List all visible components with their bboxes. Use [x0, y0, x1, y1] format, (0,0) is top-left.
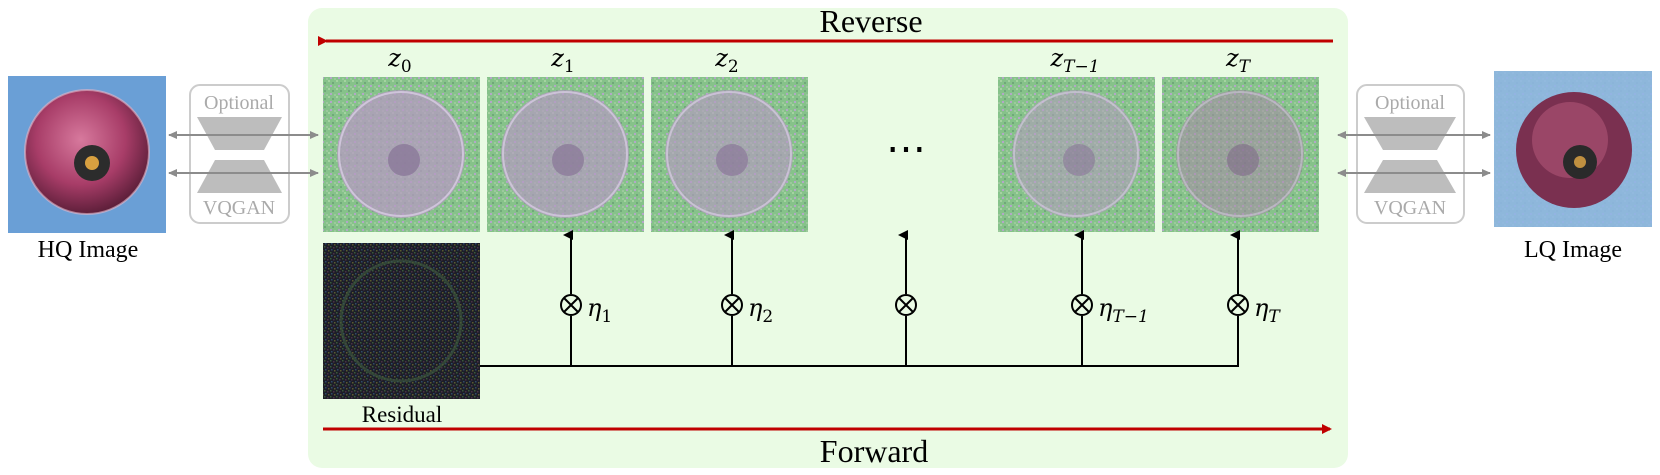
latent-tile-z1 [487, 77, 644, 232]
latent-tiles [323, 77, 1319, 232]
lq-image [1494, 71, 1652, 227]
ellipsis: ⋯ [886, 126, 926, 171]
eta-label-T: ηT [1254, 294, 1281, 327]
residual-tile [323, 243, 480, 399]
latent-label-z2: z2 [714, 44, 738, 77]
noise-injections: η1 η2 ηT−1 [560, 230, 1281, 366]
eta-label-T-1: ηT−1 [1098, 294, 1149, 327]
hq-image [8, 76, 166, 233]
reverse-label: Reverse [819, 3, 922, 39]
latent-labels: z0 z1 z2 zT−1 zT [387, 44, 1251, 77]
injection-T: ηT [1227, 230, 1281, 366]
eta-label-2: η2 [748, 294, 773, 327]
vqgan-right: Optional VQGAN [1356, 84, 1465, 224]
vqgan-left-label: VQGAN [203, 197, 275, 219]
latent-tile-z2 [651, 77, 808, 232]
latent-tile-zT-1 [998, 77, 1155, 232]
vqgan-left: Optional VQGAN [189, 84, 290, 224]
eta-label-1: η1 [587, 294, 612, 327]
latent-label-zT: zT [1225, 44, 1252, 77]
vqgan-right-label: VQGAN [1374, 197, 1446, 219]
latent-label-z0: z0 [387, 44, 411, 77]
injection-1: η1 [560, 230, 612, 366]
vqgan-right-optional: Optional [1375, 92, 1445, 114]
hq-label: HQ Image [38, 237, 139, 263]
residual-label: Residual [362, 402, 443, 427]
latent-label-zT-1: zT−1 [1049, 44, 1099, 77]
injection-ellipsis [895, 230, 917, 366]
latent-label-z1: z1 [550, 44, 574, 77]
latent-tile-zT [1162, 77, 1319, 232]
injection-T-1: ηT−1 [1071, 230, 1149, 366]
vqgan-left-optional: Optional [204, 92, 274, 114]
injection-2: η2 [721, 230, 773, 366]
forward-label: Forward [820, 433, 928, 469]
latent-tile-z0 [323, 77, 480, 232]
lq-label: LQ Image [1524, 237, 1622, 263]
